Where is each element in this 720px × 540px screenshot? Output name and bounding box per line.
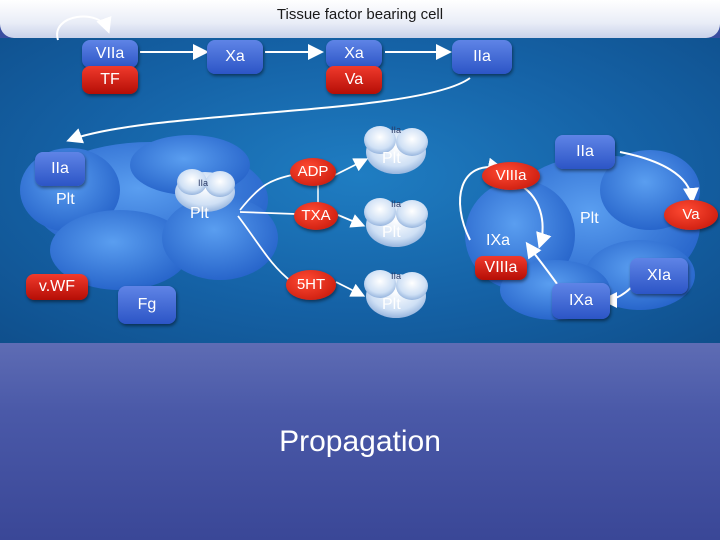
iia-label-top: IIa: [473, 48, 491, 65]
arrow-adp-plt: [334, 158, 369, 176]
plt-label-center: Plt: [190, 205, 209, 222]
viia-chip: VIIa: [82, 40, 138, 68]
iia-label-left: IIa: [51, 160, 69, 177]
page-title: Tissue factor bearing cell: [276, 6, 444, 23]
vwf-label: v.WF: [38, 278, 76, 295]
arrow-viiia-ixa: [519, 184, 552, 249]
plt-label-mid: Plt: [382, 224, 401, 241]
5ht-oval: 5HT: [286, 270, 336, 300]
loop-arrow: [56, 15, 112, 41]
arrow-plt-adp: [239, 174, 293, 211]
arrow-iia-platelet: [66, 77, 471, 144]
xa-chip-1: Xa: [207, 40, 263, 74]
tf-chip: TF: [82, 66, 138, 94]
footer-title: Propagation: [279, 425, 441, 458]
arrow-plt-5ht: [237, 215, 293, 283]
iia-chip-top: IIa: [452, 40, 512, 74]
iia-label-right: IIa: [576, 143, 594, 160]
fg-chip: Fg: [118, 286, 176, 324]
adp-label: ADP: [297, 163, 329, 180]
viiia-label-2: VIIIa: [484, 259, 518, 276]
ixa-label-right: IXa: [486, 232, 511, 249]
arrow-iia-va: [619, 151, 700, 204]
arrow-ixa-ixaviiia: [525, 241, 561, 289]
xa-label-1: Xa: [225, 48, 245, 65]
plt-label-bottom: Plt: [382, 296, 401, 313]
small-iia-bottom: IIa: [391, 271, 402, 281]
small-iia-top: IIa: [391, 125, 402, 135]
plt-label-right: Plt: [580, 210, 599, 227]
5ht-label: 5HT: [296, 276, 326, 293]
small-iia-mid: IIa: [391, 199, 402, 209]
header-band: [0, 0, 720, 38]
arrow-txa-plt: [337, 214, 366, 228]
tf-label: TF: [100, 71, 120, 88]
adp-oval: ADP: [290, 158, 336, 186]
small-cloud-bottom: [364, 270, 428, 318]
viia-label: VIIa: [95, 45, 125, 62]
lower-band: [0, 343, 720, 540]
xa-label-2: Xa: [344, 45, 364, 62]
small-cloud-mid: [364, 198, 428, 247]
xa-chip-2: Xa: [326, 40, 382, 68]
arrow-5ht-plt: [335, 281, 366, 297]
txa-oval: TXA: [294, 202, 338, 230]
plt-label-left: Plt: [56, 191, 75, 208]
va-chip: Va: [326, 66, 382, 94]
small-cloud-top: [364, 126, 428, 174]
xia-chip: XIa: [630, 258, 688, 294]
xia-label: XIa: [646, 267, 671, 284]
ixa-label-2: IXa: [568, 292, 593, 309]
viiia-oval: VIIIa: [482, 162, 540, 190]
viiia-chip-2: VIIIa: [475, 256, 527, 280]
arrow-plt-txa: [239, 211, 297, 215]
small-iia-left: IIa: [198, 178, 209, 188]
iia-chip-left: IIa: [35, 152, 85, 186]
va-label: Va: [344, 71, 364, 88]
txa-label: TXA: [301, 207, 331, 224]
va-oval-right: Va: [664, 200, 718, 230]
iia-chip-right: IIa: [555, 135, 615, 169]
vwf-chip: v.WF: [26, 274, 88, 300]
va-label-right: Va: [682, 206, 700, 223]
plt-label-top: Plt: [382, 150, 401, 167]
ixa-chip-right: IXa: [552, 283, 610, 319]
fg-label: Fg: [137, 296, 157, 313]
small-cloud-left: [175, 169, 235, 212]
viiia-label: VIIIa: [495, 167, 527, 184]
